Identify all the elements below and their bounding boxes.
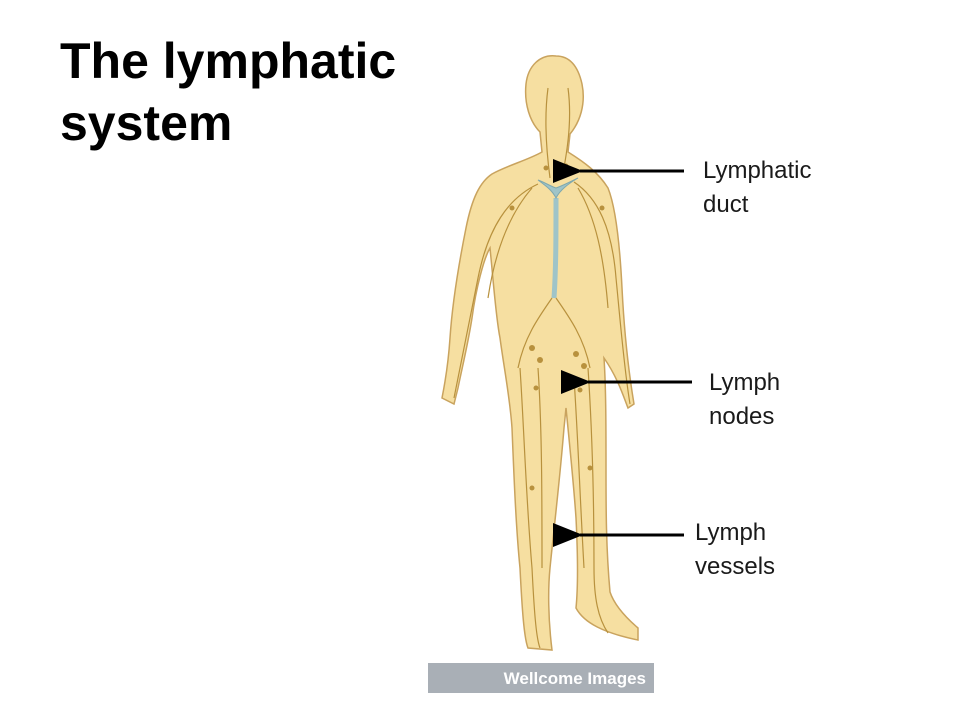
body-silhouette: [441, 55, 639, 651]
vessel-leg-right: [587, 367, 609, 634]
label-lymph-nodes: Lymph nodes: [709, 369, 781, 430]
vessel-trunk-left: [517, 297, 553, 369]
thoracic-duct: [551, 197, 559, 299]
lymph-node: [587, 465, 593, 471]
image-credit-bar: Wellcome Images: [428, 663, 654, 693]
vessel-neck: [545, 87, 551, 179]
label-lymphatic-duct: Lymphatic duct: [703, 157, 812, 218]
lymph-vessels-network: [453, 87, 631, 649]
lymph-node: [529, 485, 535, 491]
vessel-arm-right-2: [577, 187, 609, 309]
vessel-arm-right: [573, 181, 631, 405]
label-lymph-vessels: Lymph vessels: [695, 519, 776, 580]
body-figure: [441, 55, 639, 651]
lymph-node: [537, 357, 543, 363]
image-credit: Wellcome Images: [503, 669, 646, 688]
lymph-node: [533, 385, 539, 391]
vessel-trunk-right: [555, 297, 591, 369]
lymph-node: [599, 205, 605, 211]
lymph-node: [543, 165, 549, 171]
vessel-leg-left-2: [537, 367, 543, 569]
lymph-node: [573, 351, 579, 357]
page-title: The lymphatic system: [60, 33, 397, 151]
lymph-node: [529, 345, 535, 351]
vessel-leg-left: [519, 367, 541, 649]
lymph-node: [581, 363, 587, 369]
lymphatic-system-illustration: [428, 48, 654, 664]
vessel-arm-left: [453, 183, 539, 399]
vessel-arm-left-2: [487, 187, 533, 299]
lymph-node: [509, 205, 515, 211]
